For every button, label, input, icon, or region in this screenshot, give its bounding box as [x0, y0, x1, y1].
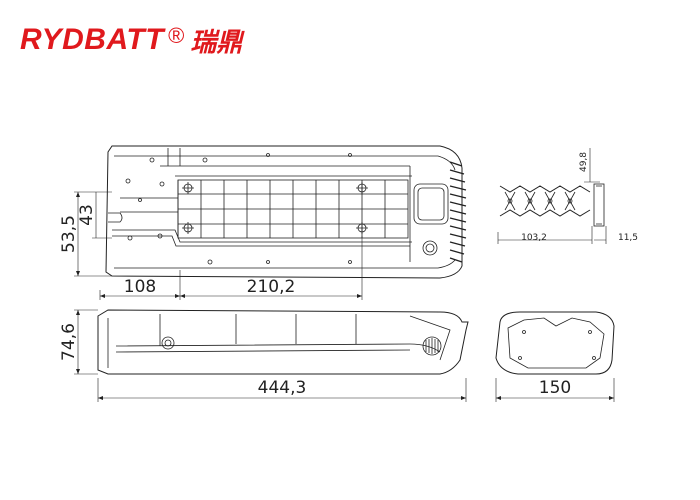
end-view: [495, 311, 615, 402]
dim-side-length: 444,3: [258, 378, 307, 398]
dim-top-len-right: 210,2: [247, 277, 296, 297]
dim-conn-height: 49,8: [579, 152, 589, 172]
dim-top-height-2: 43: [77, 204, 97, 226]
brand-logo: RYDBATT ® 瑞鼎: [20, 20, 242, 60]
dim-top-len-left: 108: [124, 277, 156, 297]
connector-view: [497, 148, 607, 244]
brand-name: RYDBATT: [20, 23, 165, 56]
top-dimensions: [74, 191, 363, 300]
dim-end-width: 150: [539, 378, 571, 398]
brand-chinese-name: 瑞鼎: [190, 27, 243, 58]
dim-conn-width: 103,2: [521, 233, 547, 243]
registered-mark: ®: [168, 23, 185, 48]
dim-conn-depth: 11,5: [618, 233, 638, 243]
dim-top-height-1: 53,5: [59, 215, 79, 253]
dim-side-height: 74,6: [59, 323, 79, 361]
top-view: [105, 145, 467, 279]
